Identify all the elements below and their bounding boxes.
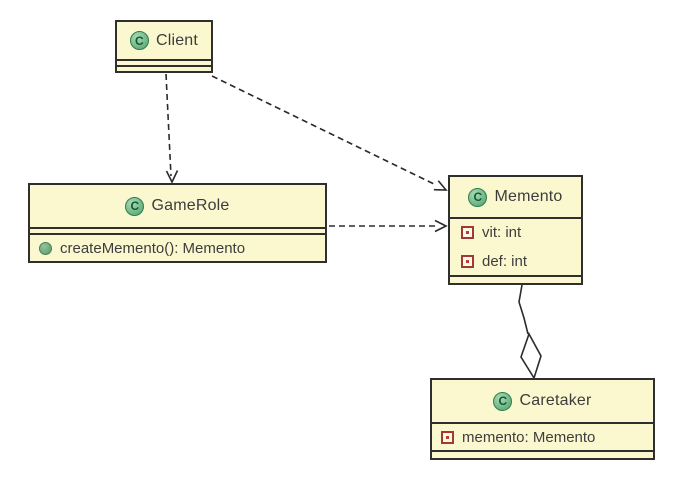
method-public-icon [39,241,52,255]
class-header: C GameRole [30,185,325,227]
method-row: createMemento(): Memento [30,235,325,261]
field-private-icon [441,430,454,444]
class-node-client[interactable]: C Client [115,20,213,73]
field-row: def: int [450,248,581,275]
method-signature: createMemento(): Memento [60,239,246,257]
class-header: C Client [117,22,211,59]
fields-compartment-empty [30,227,325,233]
field-private-icon [461,255,474,268]
class-icon: C [468,187,488,207]
fields-compartment: vit: int def: int [450,217,581,275]
class-name: GameRole [151,197,230,214]
class-node-memento[interactable]: C Memento vit: int def: int [448,175,583,285]
class-name: Caretaker [519,392,592,409]
methods-compartment-empty [117,65,211,71]
edge-aggregation-memento-caretaker [518,284,542,380]
class-node-gamerole[interactable]: C GameRole createMemento(): Memento [28,183,327,263]
fields-compartment: memento: Memento [432,422,653,450]
methods-compartment: createMemento(): Memento [30,233,325,261]
edge-dependency-gamerole-memento [329,219,448,233]
class-name: Memento [494,188,563,205]
class-header: C Caretaker [432,380,653,422]
class-header: C Memento [450,177,581,217]
field-row: memento: Memento [432,424,653,450]
class-icon: C [129,31,149,50]
class-icon: C [125,196,145,216]
class-icon: C [493,391,513,411]
field-private-icon [461,226,474,239]
field-row: vit: int [450,219,581,246]
fields-compartment-empty [117,59,211,65]
methods-compartment-empty [450,275,581,283]
class-node-caretaker[interactable]: C Caretaker memento: Memento [430,378,655,460]
methods-compartment-empty [432,450,653,458]
field-text: memento: Memento [462,428,596,446]
aggregation-diamond [520,332,542,380]
field-text: def: int [482,253,528,270]
edge-dependency-client-memento [211,75,448,191]
field-text: vit: int [482,224,522,241]
edge-dependency-client-gamerole [165,73,179,184]
class-name: Client [155,31,199,49]
